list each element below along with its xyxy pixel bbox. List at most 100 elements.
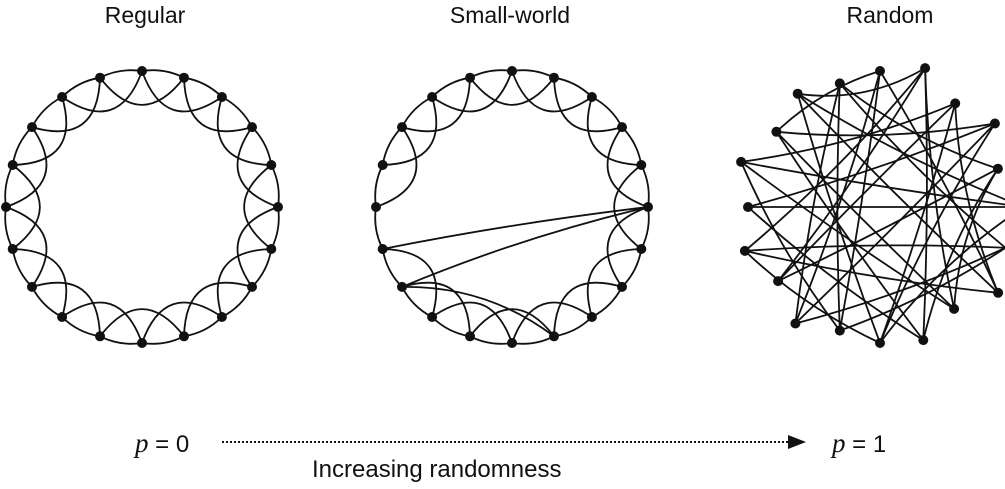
ring-edge [511, 335, 555, 345]
network-node [27, 281, 37, 292]
neighbor-edge [236, 126, 279, 208]
neighbor-edge [469, 77, 555, 106]
ring-edge [221, 286, 253, 318]
ring-edge [141, 335, 185, 345]
network-node [993, 287, 1004, 298]
neighbor-edge [606, 206, 649, 288]
random-edge [797, 92, 1005, 201]
network-node [427, 92, 438, 102]
p-start-symbol: p [135, 428, 149, 458]
network-node [875, 338, 885, 348]
neighbor-edge [236, 206, 279, 288]
network-node [27, 122, 37, 133]
network-node [465, 72, 475, 83]
p-end-label: p = 1 [832, 428, 886, 459]
network-node [736, 156, 747, 167]
ring-edge [270, 206, 280, 250]
axis-caption: Increasing randomness [312, 456, 562, 483]
ring-edge [621, 248, 643, 288]
network-node [920, 63, 931, 74]
rewired-edge [382, 206, 649, 250]
random-edge [839, 82, 1005, 249]
neighbor-edge [613, 164, 642, 250]
neighbor-edge [61, 70, 143, 113]
random-edge [744, 67, 926, 252]
random-edge [953, 168, 999, 309]
random-edge [740, 161, 955, 310]
random-edge [838, 70, 881, 331]
network-node [949, 303, 960, 314]
ring-edge [401, 96, 433, 128]
ring-edge [221, 96, 253, 128]
ring-edge [591, 96, 623, 128]
ring-edge [431, 76, 471, 98]
neighbor-edge [61, 301, 143, 344]
neighbor-edge [606, 126, 649, 208]
neighbor-edge [401, 77, 471, 133]
arrow-head [788, 435, 806, 449]
network-node [179, 331, 189, 342]
network-node [137, 338, 147, 348]
network-node [371, 202, 381, 212]
ring-edge [553, 316, 593, 338]
ring-edge [31, 96, 63, 128]
rewired-edge [401, 206, 649, 288]
network-node [586, 312, 597, 322]
random-edge [794, 83, 841, 324]
random-edge [924, 68, 955, 310]
ring-edge [374, 206, 384, 250]
network-node [247, 281, 257, 292]
network-node [216, 92, 227, 102]
network-node [397, 122, 407, 133]
network-node [266, 244, 277, 254]
random-edge [879, 218, 1005, 344]
ring-edge [4, 164, 14, 208]
random-edge [747, 206, 924, 341]
network-node [617, 122, 627, 133]
neighbor-edge [511, 301, 593, 344]
ring-edge [270, 164, 280, 208]
neighbor-edge [553, 77, 623, 133]
neighbor-edge [99, 308, 185, 337]
network-node [7, 160, 18, 170]
network-node [549, 72, 559, 83]
network-node [834, 325, 845, 336]
network-node [507, 338, 517, 348]
neighbor-edge [183, 77, 253, 133]
network-node [57, 312, 68, 322]
network-node [875, 66, 885, 76]
neighbor-edge [511, 70, 593, 113]
network-node [743, 202, 753, 212]
network-node [643, 202, 653, 212]
neighbor-edge [586, 248, 642, 318]
network-node [834, 78, 845, 89]
ring-edge [431, 316, 471, 338]
neighbor-edge [141, 70, 223, 113]
random-edge [744, 244, 1005, 252]
neighbor-edge [12, 96, 68, 166]
network-node [617, 281, 627, 292]
network-node [918, 335, 929, 346]
ring-edge [621, 126, 643, 166]
ring-edge [511, 69, 555, 79]
network-node [266, 160, 277, 170]
network-node [950, 98, 961, 109]
random-edge [839, 82, 999, 170]
random-edge [777, 167, 999, 282]
p-start-value: = 0 [155, 431, 190, 458]
neighbor-edge [99, 77, 185, 106]
ring-edge [61, 316, 101, 338]
neighbor-edge [141, 301, 223, 344]
ring-edge [381, 248, 403, 288]
network-node [465, 331, 475, 342]
ring-edge [251, 248, 273, 288]
network-node [247, 122, 257, 133]
ring-edge [99, 69, 143, 79]
neighbor-edge [553, 281, 623, 337]
random-edge [836, 83, 841, 331]
p-start-label: p = 0 [135, 428, 189, 459]
neighbor-edge [401, 281, 471, 337]
ring-edge [640, 206, 650, 250]
rewired-edge [401, 285, 555, 338]
